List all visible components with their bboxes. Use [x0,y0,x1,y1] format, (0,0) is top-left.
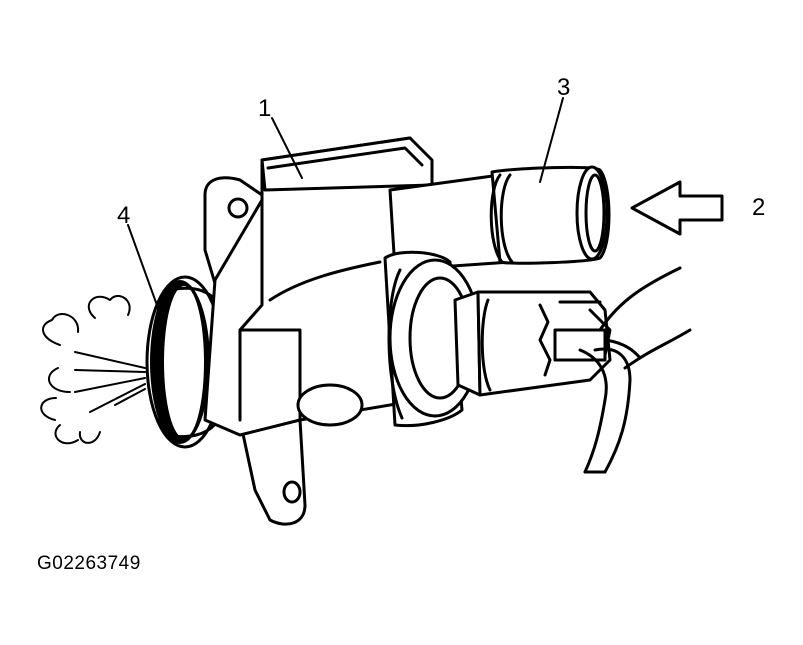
figure-id: G02263749 [37,553,141,574]
air-puff-cloud [40,295,146,445]
leader-lines [127,97,564,309]
leader-line-4 [127,224,159,309]
inlet-pipe [388,165,611,272]
leader-line-1 [271,117,303,179]
leader-line-3 [539,97,564,183]
connector-wires [578,266,692,474]
electrical-connector [453,290,612,397]
flow-arrow [630,180,724,236]
callout-2: 2 [752,194,766,221]
callout-3: 3 [557,74,571,101]
valve-body [203,136,434,526]
callout-1: 1 [258,95,272,122]
callout-4: 4 [117,202,131,229]
